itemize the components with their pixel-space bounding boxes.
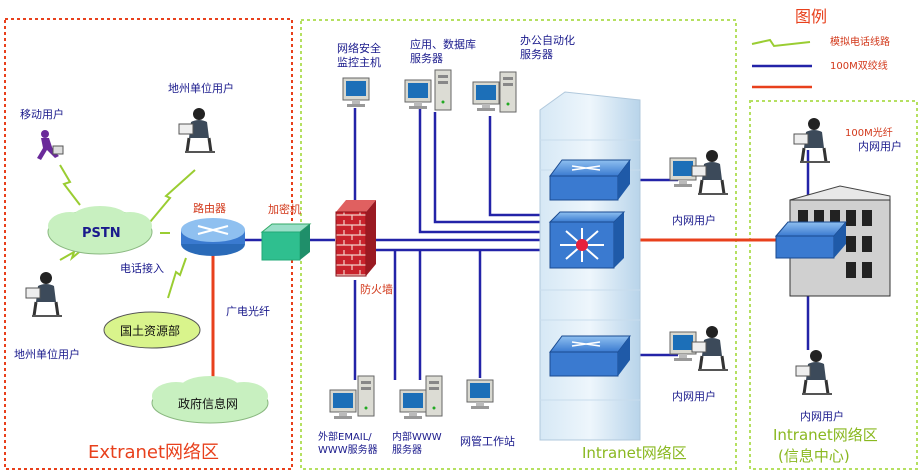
email-www-server-icon <box>329 375 375 420</box>
info-center-switch-icon <box>774 221 848 259</box>
legend-label-analog: 模拟电话线路 <box>830 35 890 48</box>
router-icon <box>181 218 245 256</box>
prefecture-user-bottom-label: 地州单位用户 <box>14 347 80 361</box>
gov-network-cloud <box>151 376 269 424</box>
office-server-label-2: 服务器 <box>520 48 553 61</box>
legend-line-analog <box>751 38 811 48</box>
security-host-label-2: 监控主机 <box>337 55 381 69</box>
link-router-land <box>167 257 187 299</box>
security-host-icon <box>342 77 370 108</box>
link-mobile-pstn <box>59 164 81 206</box>
encryptor-icon <box>260 223 312 261</box>
app-db-server-label-1: 应用、数据库 <box>410 37 476 51</box>
info-center-zone-label-2: (信息中心) <box>778 447 850 465</box>
app-db-server-icon <box>404 69 452 111</box>
internal-user-top-label: 内网用户 <box>672 213 716 227</box>
info-center-zone-label-1: Intranet网络区 <box>773 426 878 444</box>
internal-www-server-label-2: 服务器 <box>392 443 422 456</box>
internal-user-top-icon <box>669 148 730 196</box>
info-user-bottom-label: 内网用户 <box>800 409 844 423</box>
mobile-user-label: 移动用户 <box>20 107 64 121</box>
twisted-pair-links <box>244 108 810 380</box>
prefecture-user-bottom-icon <box>24 270 64 318</box>
link-pstn-prefecture-bottom <box>59 247 85 262</box>
legend-title: 图例 <box>795 7 827 26</box>
encryptor-label: 加密机 <box>268 202 301 216</box>
nms-station-icon <box>466 379 494 410</box>
gov-network-label: 政府信息网 <box>178 396 238 411</box>
dialup-label: 电话接入 <box>120 262 164 275</box>
nms-station-label: 网管工作站 <box>460 434 515 448</box>
info-user-bottom-icon <box>794 348 834 396</box>
info-center-zone-border <box>749 100 918 470</box>
internal-www-server-icon <box>399 375 443 420</box>
legend-label-twisted-pair: 100M双绞线 <box>830 59 888 72</box>
broadcast-fiber-label: 广电光纤 <box>226 304 270 318</box>
core-switch-icon <box>548 211 626 269</box>
office-server-icon <box>472 71 517 113</box>
link-pstn-prefecture-top <box>149 169 196 223</box>
intranet-zone-label: Intranet网络区 <box>582 444 687 462</box>
email-www-server-label-1: 外部EMAIL/ <box>318 430 372 443</box>
office-server-label-1: 办公自动化 <box>520 33 575 47</box>
internal-www-server-label-1: 内部WWW <box>392 430 442 443</box>
internal-user-bottom-label: 内网用户 <box>672 389 716 403</box>
firewall-icon <box>335 200 376 277</box>
app-db-server-label-2: 服务器 <box>410 52 443 65</box>
prefecture-user-top-label: 地州单位用户 <box>168 81 234 95</box>
prefecture-user-top-icon <box>177 106 217 154</box>
router-label: 路由器 <box>193 201 226 215</box>
info-user-top-label: 内网用户 <box>858 139 902 153</box>
firewall-label: 防火墙 <box>360 282 393 296</box>
extranet-zone-label: Extranet网络区 <box>88 442 219 463</box>
pstn-cloud <box>47 206 153 255</box>
top-switch-icon <box>549 159 631 201</box>
land-resources-node <box>103 311 201 349</box>
security-host-label-1: 网络安全 <box>337 41 381 55</box>
email-www-server-label-2: WWW服务器 <box>318 443 378 456</box>
fiber-100m-label: 100M光纤 <box>845 126 893 139</box>
info-user-top-icon <box>792 116 832 164</box>
internal-user-bottom-icon <box>669 324 730 372</box>
pstn-label: PSTN <box>82 226 121 241</box>
land-resources-label: 国土资源部 <box>120 323 180 338</box>
bottom-switch-icon <box>549 335 631 377</box>
mobile-user-icon <box>37 130 64 160</box>
